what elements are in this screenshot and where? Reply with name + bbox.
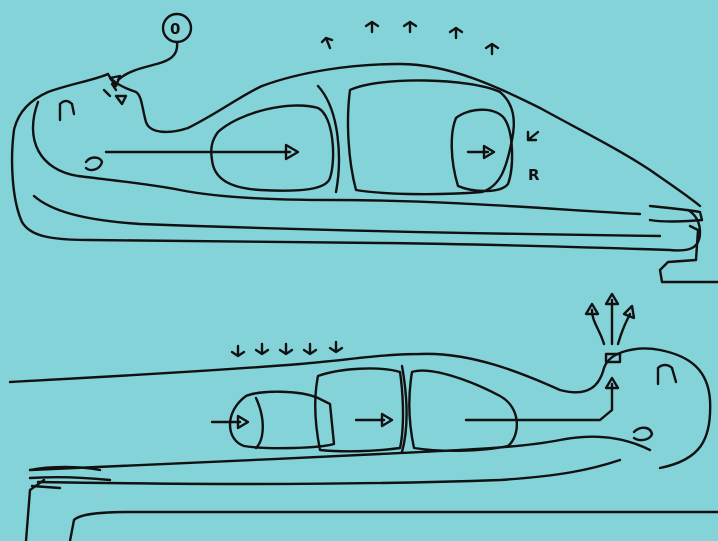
inhale-arrow-2 [256, 344, 268, 354]
top-badge-connector [118, 42, 177, 80]
bottom-middle-section [256, 398, 263, 448]
top-side-mark: R [528, 166, 540, 184]
bottom-table [26, 480, 718, 541]
top-head-profile [108, 64, 700, 206]
bottom-exhale-right-arrowhead [624, 306, 634, 318]
top-ear [86, 158, 102, 171]
top-upper-lobe [348, 80, 514, 194]
bottom-chest [30, 437, 650, 470]
exhale-arrow-1 [322, 38, 332, 48]
top-mouth-arrow [116, 96, 126, 104]
bottom-upper-lobe [409, 371, 517, 451]
top-middle-section [318, 86, 339, 192]
top-body-outline [12, 74, 700, 250]
top-head-lobe [452, 110, 512, 191]
exhale-arrow-4 [450, 28, 462, 38]
top-eye [60, 101, 74, 120]
top-arm [34, 196, 660, 236]
bottom-eye [658, 365, 676, 384]
top-head-back [33, 102, 640, 214]
inhale-arrow-1 [232, 346, 244, 356]
bottom-ear [634, 428, 652, 440]
inhale-arrow-3 [280, 344, 292, 354]
bottom-exhale-right [618, 314, 630, 344]
bottom-body-outline [10, 349, 710, 468]
top-exhale-arrows [322, 22, 498, 54]
exhale-arrow-5 [486, 44, 498, 54]
exhale-arrow-2 [366, 22, 378, 32]
top-lower-lobe [211, 105, 333, 190]
bottom-figure [10, 294, 718, 541]
inhale-arrow-5 [330, 342, 342, 352]
inhale-arrow-4 [304, 344, 316, 354]
top-nose [104, 84, 116, 96]
top-figure: 0 R [12, 14, 718, 282]
bottom-arm [38, 460, 620, 484]
bottom-main-lobe [315, 369, 403, 452]
top-badge-symbol: 0 [170, 20, 180, 38]
bottom-inhale-arrows [232, 342, 342, 356]
top-side-arrow [528, 132, 538, 140]
top-table [660, 226, 718, 282]
exhale-arrow-3 [404, 22, 416, 32]
